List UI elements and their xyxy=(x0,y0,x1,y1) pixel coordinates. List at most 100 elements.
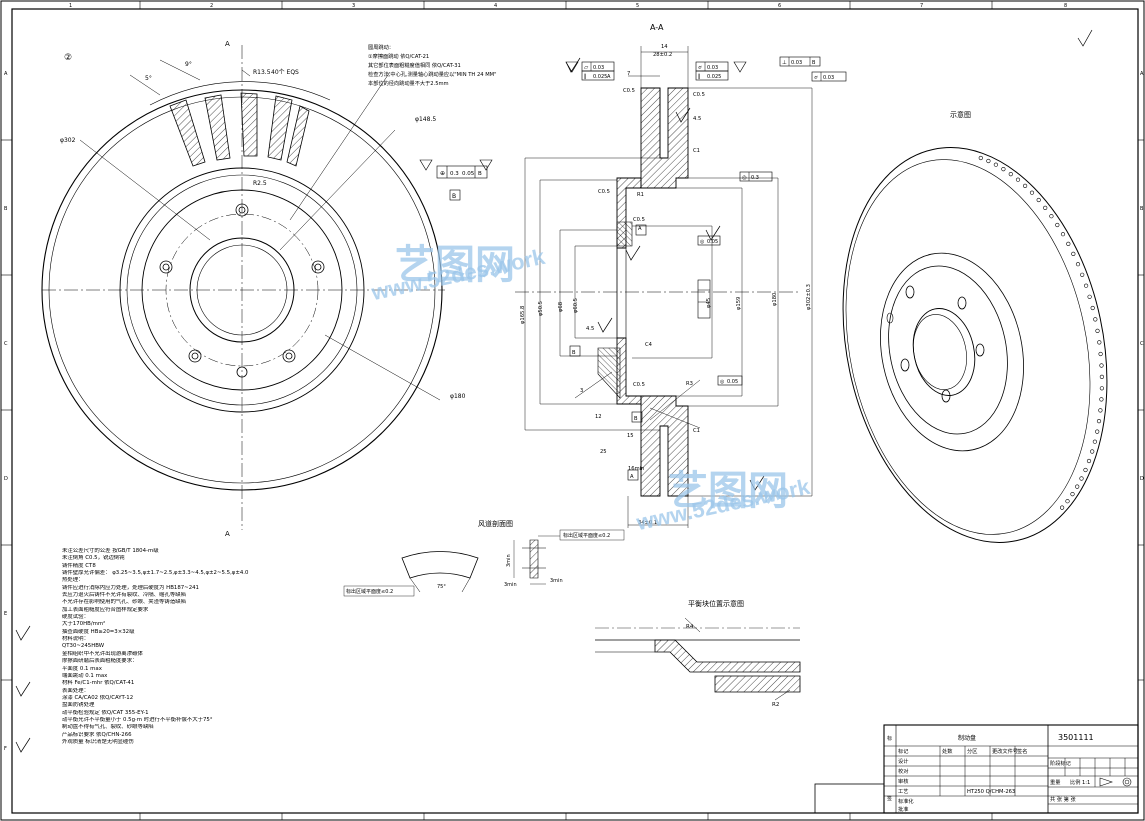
svg-text:14: 14 xyxy=(661,44,668,50)
svg-text:C4: C4 xyxy=(645,342,653,348)
svg-text:0.025: 0.025 xyxy=(593,74,607,80)
technical-notes: 未注公差尺寸的公差 按GB/T 1804-m级 未注倒角 C0.5，锐边倒钝 铸… xyxy=(62,548,362,746)
note-line: 动平衡允许不平衡量小于 0.5g·m 时进行不平衡补偿不大于75° xyxy=(62,716,213,723)
rim-vent-dot xyxy=(1055,222,1060,228)
svg-text:D: D xyxy=(4,476,8,482)
svg-text:φ50.5: φ50.5 xyxy=(538,301,544,316)
svg-text:◎: ◎ xyxy=(742,175,747,181)
rim-vent-dot xyxy=(1060,232,1066,237)
rib-count-label: 40个 EQS xyxy=(271,69,299,76)
svg-text:3min: 3min xyxy=(506,554,512,567)
svg-text:∥: ∥ xyxy=(698,73,701,80)
rim-vent-dot xyxy=(1097,340,1102,345)
rim-vent-dot xyxy=(1022,183,1028,188)
svg-text:28±0.2: 28±0.2 xyxy=(653,52,672,58)
rim-vent-dot xyxy=(1096,419,1102,424)
rim-vent-dot xyxy=(1090,449,1095,454)
svg-text:7: 7 xyxy=(627,71,630,77)
svg-text:B: B xyxy=(452,193,456,200)
svg-text:D: D xyxy=(1140,476,1144,482)
rim-vent-dot xyxy=(1036,197,1041,203)
section-labels: 14 28±0.2 7 34±0.1 A B B A C0.5 C0.5 C1 … xyxy=(520,44,812,526)
svg-text:7: 7 xyxy=(920,3,923,9)
angle2-label: 5° xyxy=(145,75,152,82)
svg-text:R2: R2 xyxy=(772,702,779,708)
svg-text:⊥: ⊥ xyxy=(782,60,787,66)
rim-vent-dot xyxy=(986,158,991,164)
svg-text:R3: R3 xyxy=(686,381,693,387)
angle-label: 9° xyxy=(185,61,192,68)
rim-vent-dot xyxy=(1099,397,1104,402)
svg-text:风道剖面图: 风道剖面图 xyxy=(478,519,513,528)
part-name: 制动盘 xyxy=(958,734,976,742)
svg-text:A: A xyxy=(638,226,642,232)
note-line: 盘面防锈处理 xyxy=(62,702,95,709)
svg-text:R4: R4 xyxy=(686,624,694,630)
svg-text:C: C xyxy=(4,341,8,347)
radius-notes: 圆周跳动： ①摩擦面跳动 依Q/CAT-21 其它部位表面粗糙度值相同 依Q/C… xyxy=(368,43,497,87)
balance-labels: R4 R2 xyxy=(686,624,779,708)
svg-text:标记: 标记 xyxy=(898,747,908,755)
rim-vent-dot xyxy=(1008,172,1013,177)
rim-vent-dot xyxy=(1087,294,1092,299)
iso-view: 示意图 xyxy=(842,110,1108,543)
inner-border xyxy=(11,8,1139,814)
svg-text:75°: 75° xyxy=(437,584,446,590)
svg-text:0.05: 0.05 xyxy=(462,171,475,177)
svg-text:φ68: φ68 xyxy=(558,302,564,312)
dia-label-2: φ148.5 xyxy=(415,116,436,123)
svg-text:φ45: φ45 xyxy=(706,298,712,308)
svg-text:审核: 审核 xyxy=(898,777,908,785)
watermark-logo-2: 艺图网 xyxy=(668,469,788,513)
svg-text:∥: ∥ xyxy=(584,73,587,80)
svg-text:φ302±0.3: φ302±0.3 xyxy=(806,284,812,310)
svg-text:平衡块位置示意图: 平衡块位置示意图 xyxy=(688,599,744,608)
note-line: 外观质量 标识清楚无明显碰伤 xyxy=(62,738,134,745)
svg-text:φ60.5: φ60.5 xyxy=(573,298,579,313)
rim-vent-dot xyxy=(1075,262,1081,267)
svg-text:A: A xyxy=(607,74,611,80)
svg-text:R1: R1 xyxy=(637,192,644,198)
svg-text:B: B xyxy=(572,350,576,356)
note-line: 表面处理： xyxy=(62,687,89,694)
svg-text:0.05: 0.05 xyxy=(707,239,718,245)
svg-text:本部位的径向跳动量不大于2.5mm: 本部位的径向跳动量不大于2.5mm xyxy=(368,79,449,87)
svg-text:C0.5: C0.5 xyxy=(633,382,645,388)
svg-text:A: A xyxy=(1140,71,1144,77)
front-view xyxy=(41,45,445,530)
section-marker-top: A xyxy=(225,40,230,48)
rim-vent-dot xyxy=(993,162,999,167)
note-line: 产品标识要求 依Q/CHN-266 xyxy=(62,731,132,738)
svg-text:6: 6 xyxy=(778,3,781,9)
svg-text:φ165.8: φ165.8 xyxy=(520,306,526,324)
note-line: 抽查面硬度 HB≥20=3×32级 xyxy=(62,628,135,635)
svg-text:5: 5 xyxy=(636,3,639,9)
svg-text:检查方法,中心孔,测量轴心跳动量应以"MIN TH 24 M: 检查方法,中心孔,测量轴心跳动量应以"MIN TH 24 MM" xyxy=(368,70,497,78)
svg-text:B: B xyxy=(634,416,638,422)
svg-text:工艺: 工艺 xyxy=(898,788,908,795)
note-line: 金相组织中不允许出现游离渗碳体 xyxy=(62,650,143,657)
gdt-frames: ▱ 0.03 ∥ 0.025 A ⌭ 0.03 ∥ 0.025 ⊥ 0.03 B xyxy=(565,56,847,386)
title-block-text: 3501111 制动盘 标记 处数 分区 更改文件号 签名 设计 校对 审核 工… xyxy=(887,733,1094,813)
note-line: 端面跳动 0.1 max xyxy=(62,672,108,679)
note-line: 材料说明： xyxy=(62,636,89,643)
svg-text:标准化: 标准化 xyxy=(898,797,914,805)
note-line: 铸件壁厚允许偏差： φ3.25~3.5,φ±1.7~2.5,φ±3.3~4.5,… xyxy=(62,570,249,577)
note-line: 硬度试验： xyxy=(62,614,89,621)
roughness-symbols xyxy=(15,29,1093,753)
front-tolerance-frame: ⊕ 0.3 0.05 B B xyxy=(419,159,493,201)
note-line: QT30~245HBW xyxy=(62,643,105,650)
note-line: 材料 Fe/C1-mhr 依Q/CAT-41 xyxy=(62,680,135,687)
svg-text:C0.5: C0.5 xyxy=(693,92,705,98)
rim-vent-dot xyxy=(1083,283,1089,288)
svg-text:C: C xyxy=(1140,341,1144,347)
rim-vent-dot xyxy=(1095,328,1100,334)
svg-text:0.03: 0.03 xyxy=(707,65,718,71)
rim-vent-dot xyxy=(1093,317,1098,322)
svg-text:设计: 设计 xyxy=(898,757,908,765)
rim-vent-dot xyxy=(1098,408,1103,413)
rim-vent-dot xyxy=(1090,305,1095,311)
rim-vent-dot xyxy=(1065,499,1070,504)
svg-text:16min: 16min xyxy=(628,466,644,472)
